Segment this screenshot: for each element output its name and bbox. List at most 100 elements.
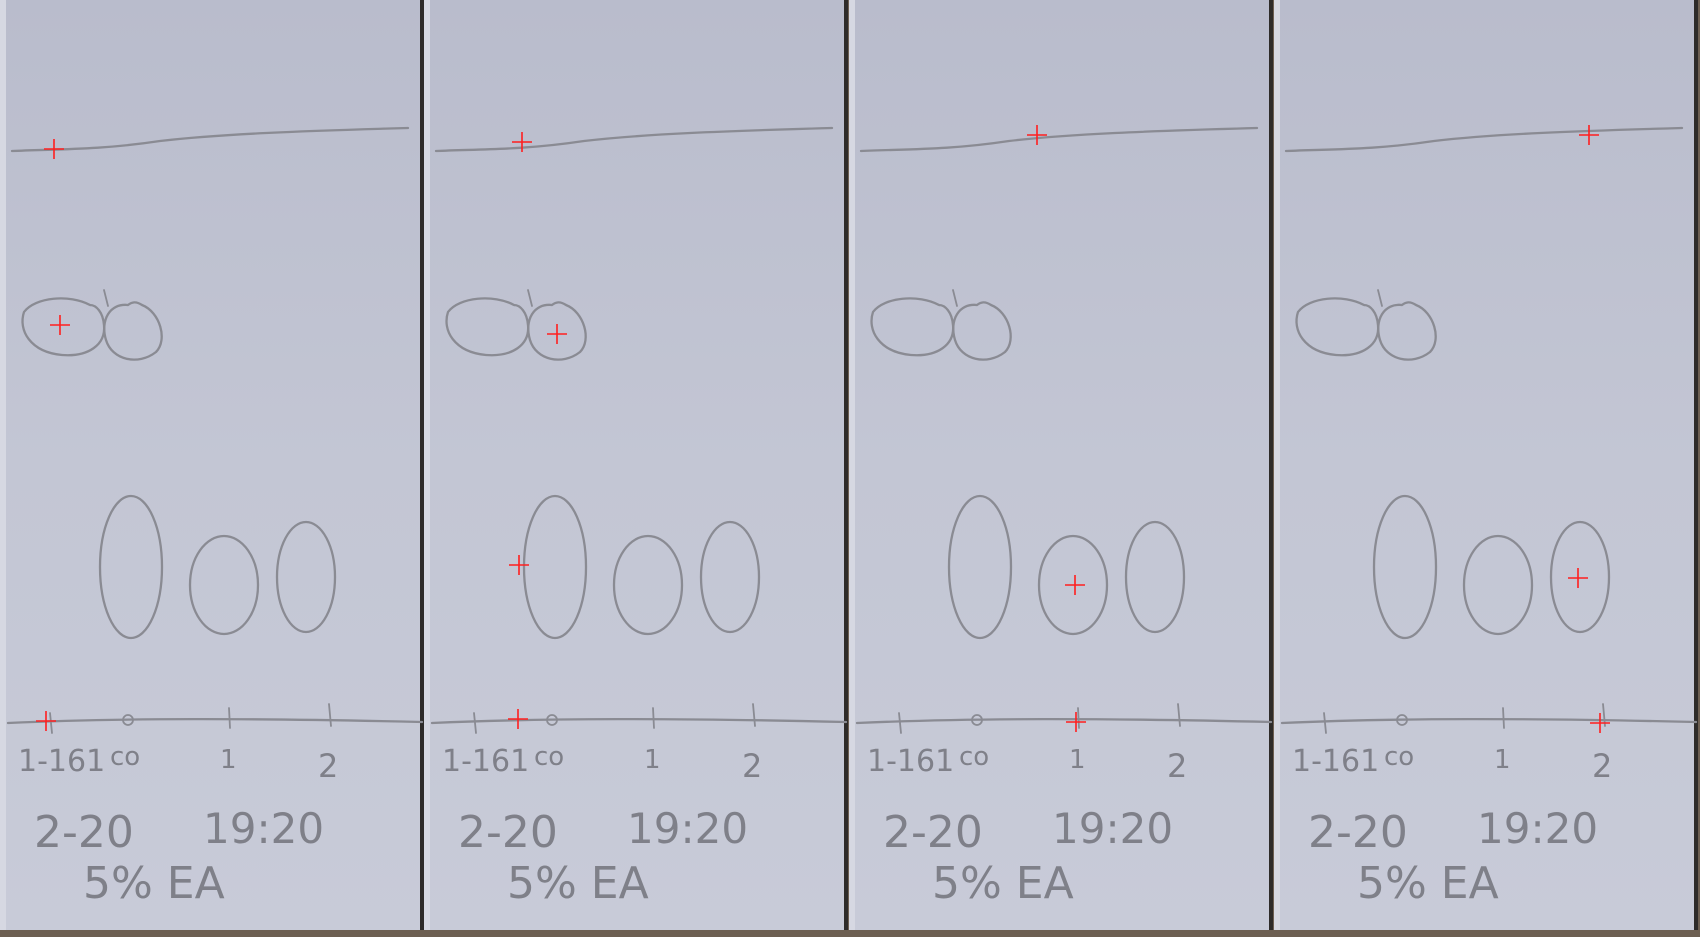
lane-label-co: co xyxy=(534,742,564,772)
upper-spot-left xyxy=(21,297,106,357)
plate-edge-shadow xyxy=(1694,0,1698,930)
solvent-note: 5% EA xyxy=(83,858,225,909)
crosshair-icon xyxy=(1568,568,1588,588)
lower-spot-1 xyxy=(1462,534,1534,636)
baseline-tick-lane2 xyxy=(752,703,756,727)
upper-spot-left xyxy=(870,297,955,357)
lane-label-lane1: 1 xyxy=(1069,745,1086,775)
lane-label-lane2: 2 xyxy=(318,747,338,785)
lane-label-1: 1-161 xyxy=(442,744,529,779)
lane-label-co: co xyxy=(1384,742,1414,772)
crosshair-icon xyxy=(36,711,56,731)
lane-label-lane2: 2 xyxy=(1592,747,1612,785)
lower-spot-2 xyxy=(1549,520,1611,634)
baseline-tick-lane1 xyxy=(652,707,655,729)
lane-label-lane1: 1 xyxy=(220,745,237,775)
solvent-note: 5% EA xyxy=(1357,858,1499,909)
date-note: 2-20 xyxy=(34,807,134,858)
plate-edge-shadow xyxy=(1269,0,1273,930)
lane-label-lane2: 2 xyxy=(742,747,762,785)
lane-label-1: 1-161 xyxy=(1292,744,1379,779)
lower-spot-co xyxy=(98,494,164,640)
plate-paper xyxy=(424,0,848,930)
crosshair-icon xyxy=(508,709,528,729)
lower-spot-2 xyxy=(699,520,761,634)
upper-spot-left xyxy=(1295,297,1380,357)
baseline-tick-co xyxy=(1396,714,1408,726)
solvent-front-line xyxy=(1284,126,1684,153)
lower-spot-co xyxy=(947,494,1013,640)
lower-spot-1 xyxy=(612,534,684,636)
plate-paper xyxy=(849,0,1273,930)
tlc-plate-panel-2: 1-161 co 1 2 2-20 19:20 5% EA xyxy=(424,0,848,937)
crosshair-icon xyxy=(1066,712,1086,732)
plate-paper xyxy=(1274,0,1698,930)
lane-label-lane1: 1 xyxy=(1494,745,1511,775)
lower-spot-2 xyxy=(1124,520,1186,634)
table-surface xyxy=(849,930,1273,937)
solvent-front-line xyxy=(434,126,834,153)
tlc-plate-drawing: 1-161 co 1 2 2-20 19:20 5% EA xyxy=(849,0,1273,937)
tlc-plate-drawing: 1-161 co 1 2 2-20 19:20 5% EA xyxy=(424,0,848,937)
plate-edge-shadow xyxy=(420,0,424,930)
lower-spot-1 xyxy=(1037,534,1109,636)
baseline-tick-1 xyxy=(1323,712,1327,734)
baseline-tick-co xyxy=(546,714,558,726)
baseline-tick-lane1 xyxy=(228,707,231,729)
baseline xyxy=(430,717,848,725)
date-note: 2-20 xyxy=(1308,807,1408,858)
crosshair-icon xyxy=(1027,125,1047,145)
upper-spot-right xyxy=(527,301,587,361)
baseline-tick-lane1 xyxy=(1077,707,1080,729)
plate-edge-highlight xyxy=(0,0,6,930)
date-note: 2-20 xyxy=(458,807,558,858)
baseline-tick-co xyxy=(122,714,134,726)
lane-label-1: 1-161 xyxy=(18,744,105,779)
upper-spot-tail xyxy=(952,289,958,307)
crosshair-icon xyxy=(509,555,529,575)
plate-edge-shadow xyxy=(844,0,848,930)
solvent-note: 5% EA xyxy=(507,858,649,909)
solvent-note: 5% EA xyxy=(932,858,1074,909)
crosshair-icon xyxy=(50,315,70,335)
crosshair-icon xyxy=(547,324,567,344)
lower-spot-2 xyxy=(275,520,337,634)
upper-spot-right xyxy=(103,301,163,361)
baseline-tick-lane1 xyxy=(1502,707,1505,729)
tlc-plate-panel-1: 1-161 co 1 2 2-20 19:20 5% EA xyxy=(0,0,424,937)
crosshair-icon xyxy=(1027,125,1086,732)
baseline-tick-co xyxy=(971,714,983,726)
plate-paper xyxy=(0,0,424,930)
lower-spot-co xyxy=(1372,494,1438,640)
upper-spot-right xyxy=(1377,301,1437,361)
table-surface xyxy=(424,930,848,937)
crosshair-icon xyxy=(508,132,567,729)
lane-label-co: co xyxy=(959,742,989,772)
upper-spot-right xyxy=(952,301,1012,361)
baseline xyxy=(855,717,1273,725)
time-note: 19:20 xyxy=(627,804,748,853)
baseline-tick-1 xyxy=(49,712,53,734)
baseline-tick-1 xyxy=(473,712,477,734)
crosshair-icon xyxy=(44,139,64,159)
upper-spot-tail xyxy=(527,289,533,307)
crosshair-icon xyxy=(1065,575,1085,595)
baseline-tick-1 xyxy=(898,712,902,734)
upper-spot-tail xyxy=(1377,289,1383,307)
tlc-plate-panel-4: 1-161 co 1 2 2-20 19:20 5% EA xyxy=(1274,0,1698,937)
crosshair-icon xyxy=(36,139,70,731)
table-surface xyxy=(0,930,424,937)
crosshair-icon xyxy=(1590,713,1610,733)
lane-label-lane2: 2 xyxy=(1167,747,1187,785)
plate-edge-highlight xyxy=(1274,0,1280,930)
lower-spot-co xyxy=(522,494,588,640)
tlc-plate-drawing: 1-161 co 1 2 2-20 19:20 5% EA xyxy=(0,0,424,937)
lane-label-lane1: 1 xyxy=(644,745,661,775)
plate-edge-highlight xyxy=(849,0,855,930)
baseline xyxy=(1280,717,1698,725)
table-surface xyxy=(1274,930,1698,937)
baseline-tick-lane2 xyxy=(328,703,332,727)
time-note: 19:20 xyxy=(1477,804,1598,853)
upper-spot-tail xyxy=(103,289,109,307)
